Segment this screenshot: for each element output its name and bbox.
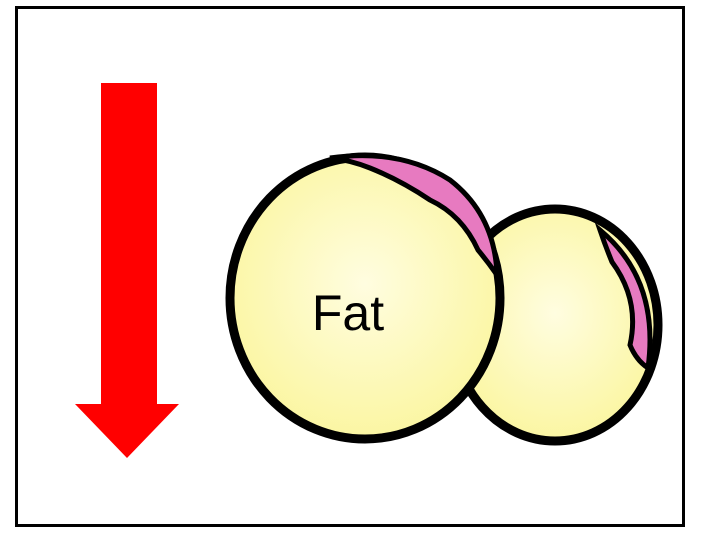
cell-label: Fat xyxy=(312,285,384,341)
down-arrow-icon xyxy=(75,83,179,458)
